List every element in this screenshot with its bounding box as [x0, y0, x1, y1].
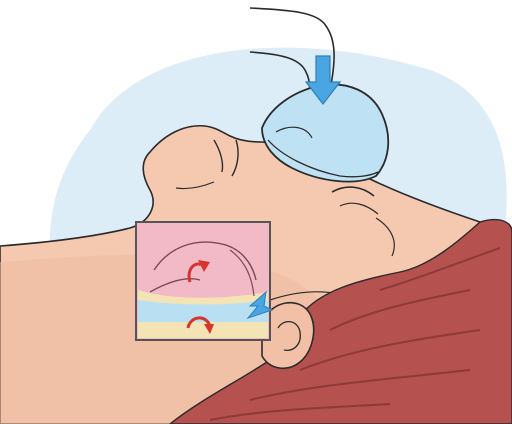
airway-cutaway: [136, 222, 270, 340]
